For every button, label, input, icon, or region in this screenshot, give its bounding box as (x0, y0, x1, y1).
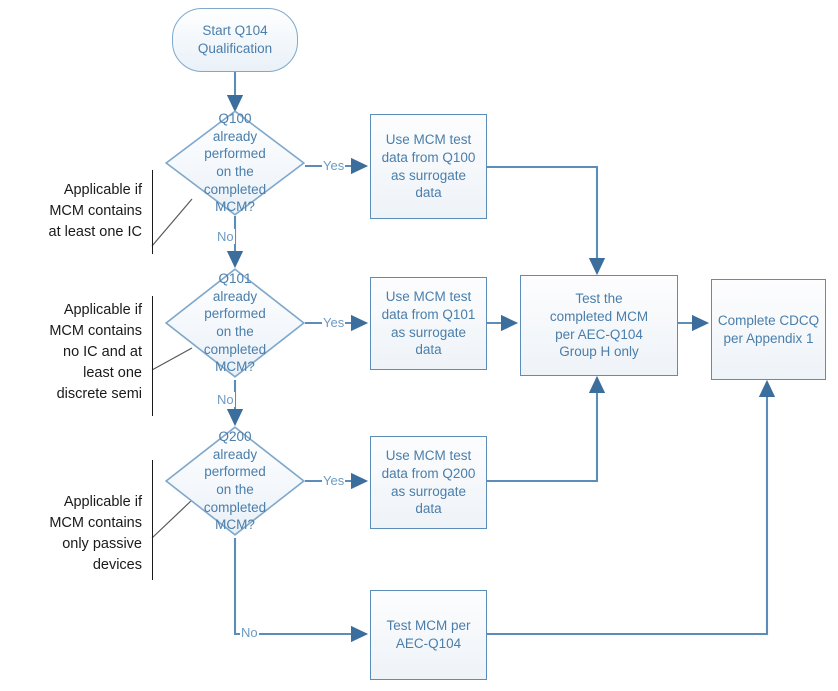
ann-pass-line3: only passive (62, 536, 142, 553)
edge-testmcm-to-cdcq (487, 379, 776, 636)
edge-label-q100-no: No (216, 229, 235, 244)
edge-label-q100-yes: Yes (322, 158, 346, 173)
annotation-bracket-passive (152, 460, 153, 580)
q200-line3: on the completed (203, 482, 267, 515)
tgh-line3: per AEC-Q104 (555, 326, 643, 342)
node-decision-q100-text: Q100 already performed on the completed … (185, 110, 286, 215)
q200-line4: MCM? (215, 517, 255, 533)
q101-line3: on the completed (203, 324, 267, 357)
node-test-group-h[interactable]: Test the completed MCM per AEC-Q104 Grou… (520, 275, 678, 376)
tm-line1: Test MCM per (386, 618, 471, 634)
sq101-line2: data from Q101 (381, 306, 476, 322)
ann-pass-line4: devices (92, 557, 142, 574)
diamond-shape-q101 (165, 268, 305, 378)
tgh-line1: Test the (575, 290, 623, 306)
sq100-line2: data from Q100 (381, 149, 476, 165)
sq100-line4: data (415, 185, 442, 201)
annotation-bracket-ic (152, 170, 153, 254)
node-surrogate-q200[interactable]: Use MCM test data from Q200 as surrogate… (370, 436, 487, 529)
diamond-shape-q200 (165, 426, 305, 536)
sq200-line2: data from Q200 (381, 465, 476, 481)
q200-line1: Q200 (218, 429, 252, 445)
node-decision-q100[interactable]: Q100 already performed on the completed … (165, 110, 305, 216)
cdcq-line2: per Appendix 1 (723, 330, 814, 346)
tm-line2: AEC-Q104 (395, 636, 462, 651)
node-surrogate-q101[interactable]: Use MCM test data from Q101 as surrogate… (370, 277, 487, 370)
node-decision-q200-text: Q200 already performed on the completed … (185, 428, 286, 533)
node-complete-cdcq-text: Complete CDCQ per Appendix 1 (718, 312, 819, 348)
ann-ic-line1: Applicable if (63, 182, 142, 198)
sq200-line1: Use MCM test (385, 447, 472, 463)
node-decision-q101-text: Q101 already performed on the completed … (185, 270, 286, 375)
sq101-line3: as surrogate (390, 324, 467, 340)
node-start-text: Start Q104 Qualification (198, 22, 272, 58)
ann-disc-line2: MCM contains (49, 323, 142, 340)
node-test-group-h-text: Test the completed MCM per AEC-Q104 Grou… (550, 290, 648, 361)
node-surrogate-q101-text: Use MCM test data from Q101 as surrogate… (382, 288, 476, 359)
node-surrogate-q100-text: Use MCM test data from Q100 as surrogate… (382, 131, 476, 202)
sq100-line3: as surrogate (390, 167, 467, 183)
node-start[interactable]: Start Q104 Qualification (172, 8, 298, 72)
ann-disc-line5: discrete semi (56, 386, 142, 403)
ann-ic-line2: MCM contains (49, 203, 142, 220)
annotation-passive: Applicable if MCM contains only passive … (12, 492, 142, 576)
q101-line4: MCM? (215, 359, 255, 375)
cdcq-line1: Complete CDCQ (717, 312, 820, 328)
ann-ic-line3: at least one IC (48, 224, 143, 241)
ann-disc-line4: least one (83, 365, 142, 382)
annotation-discrete: Applicable if MCM contains no IC and at … (12, 300, 142, 405)
node-test-mcm-text: Test MCM per AEC-Q104 (386, 617, 470, 653)
node-start-line2: Qualification (197, 41, 273, 56)
node-surrogate-q200-text: Use MCM test data from Q200 as surrogate… (382, 447, 476, 518)
node-decision-q200[interactable]: Q200 already performed on the completed … (165, 426, 305, 536)
diamond-shape-q100 (165, 110, 305, 216)
annotation-bracket-discrete (152, 296, 153, 416)
node-decision-q101[interactable]: Q101 already performed on the completed … (165, 268, 305, 378)
edge-surrogate-q100-to-test (487, 165, 606, 276)
ann-disc-line1: Applicable if (63, 302, 142, 318)
q200-line2: already performed (204, 446, 266, 480)
sq200-line4: data (415, 501, 442, 517)
edge-label-q101-no: No (216, 392, 235, 407)
node-test-mcm[interactable]: Test MCM per AEC-Q104 (370, 590, 487, 680)
q101-line1: Q101 (218, 271, 252, 287)
node-start-line1: Start Q104 (202, 23, 268, 39)
node-surrogate-q100[interactable]: Use MCM test data from Q100 as surrogate… (370, 114, 487, 219)
edge-q200-no-to-testmcm (233, 538, 369, 643)
q100-line2: already performed (204, 128, 266, 162)
q100-line4: MCM? (215, 199, 255, 215)
q100-line3: on the completed (203, 164, 267, 197)
tgh-line2: completed MCM (549, 308, 649, 324)
node-complete-cdcq[interactable]: Complete CDCQ per Appendix 1 (711, 279, 826, 380)
sq101-line4: data (415, 342, 442, 358)
sq200-line3: as surrogate (390, 483, 467, 499)
edge-surrogate-q200-to-test (487, 375, 606, 483)
tgh-line4: Group H only (559, 344, 639, 360)
sq101-line1: Use MCM test (385, 288, 472, 304)
edge-label-q200-no: No (240, 625, 259, 640)
ann-pass-line2: MCM contains (49, 515, 142, 532)
sq100-line1: Use MCM test (385, 131, 472, 147)
edge-label-q101-yes: Yes (322, 315, 346, 330)
edge-label-q200-yes: Yes (322, 473, 346, 488)
ann-pass-line1: Applicable if (63, 494, 142, 510)
q100-line1: Q100 (218, 111, 252, 127)
annotation-ic: Applicable if MCM contains at least one … (12, 180, 143, 243)
ann-disc-line3: no IC and at (63, 344, 142, 361)
q101-line2: already performed (204, 288, 266, 322)
